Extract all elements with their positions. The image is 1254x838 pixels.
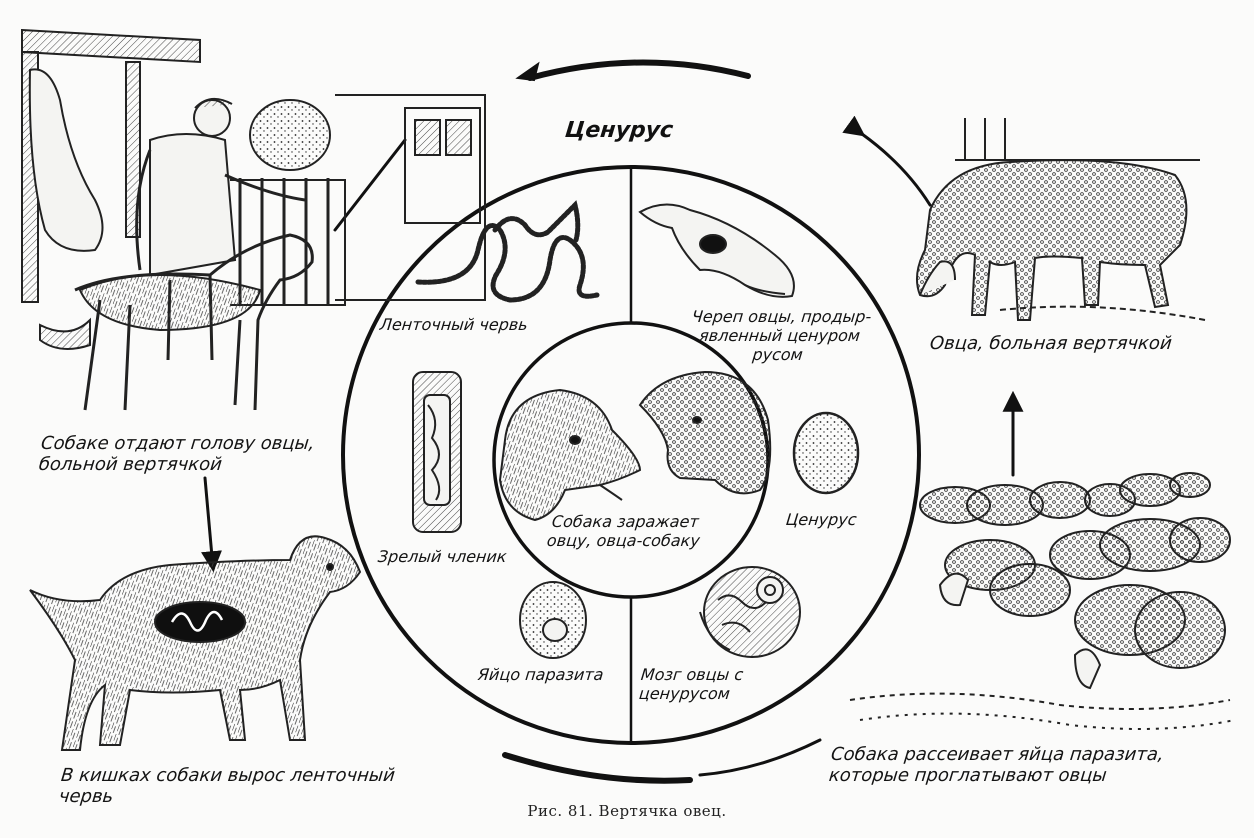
butcher-scene [22,30,485,410]
label-mature-segment: Зрелый членик [377,547,508,566]
egg-drawing [520,582,586,658]
sick-sheep [917,118,1205,320]
label-brain: Мозг овцы с ценурусом [638,665,744,703]
label-skull: Череп овцы, продыр- явленный ценуром рус… [687,307,872,364]
label-dog-spreads-eggs: Собака рассеивает яйца паразита, которые… [828,744,1165,786]
label-egg: Яйцо паразита [477,665,605,684]
figure-caption: Рис. 81. Вертячка овец. [0,802,1254,820]
label-coenurus: Ценурус [785,510,858,529]
label-sheep-sick: Овца, больная вертячкой [929,333,1173,354]
center-heads [500,372,770,520]
label-center: Собака заражает овцу, овца-собаку [546,512,703,550]
segment-drawing [413,372,461,532]
cyst-drawing [794,413,858,493]
brain-drawing [700,567,800,657]
coenurus-title: Ценурус [564,118,675,143]
label-dog-given-head: Собаке отдают голову овцы, больной вертя… [38,433,316,475]
dog-with-worm [30,536,360,750]
sheep-flock [850,473,1235,729]
label-tapeworm: Ленточный червь [379,315,529,334]
label-tapeworm-in-dog: В кишках собаки вырос ленточный червь [58,765,396,807]
tapeworm-drawing [418,205,597,300]
skull-drawing [640,204,794,296]
